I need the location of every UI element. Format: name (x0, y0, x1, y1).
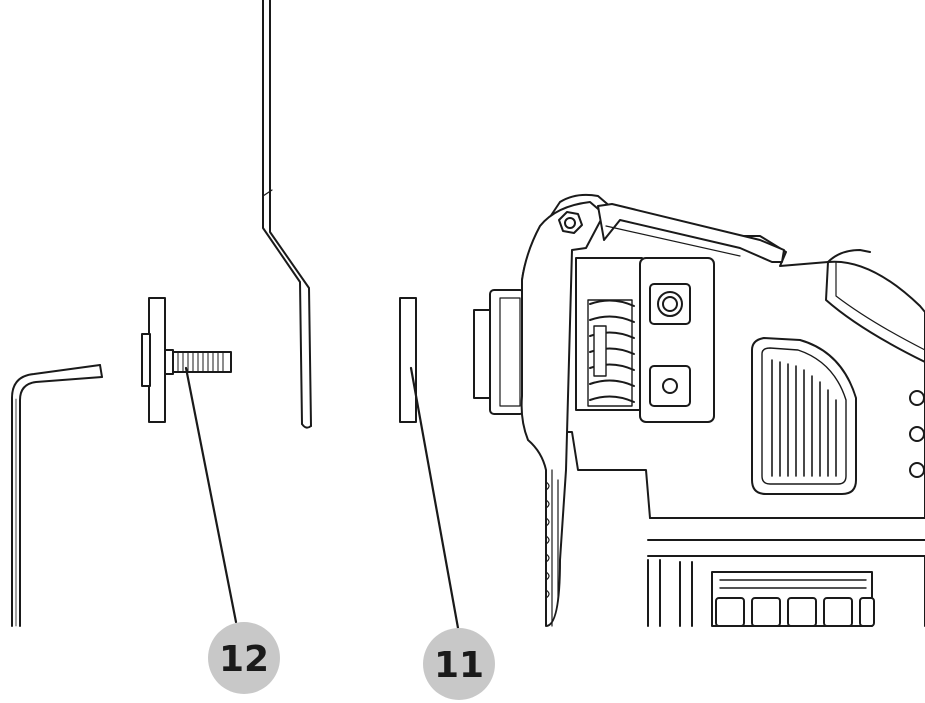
clamp-bolt-icon (141, 297, 232, 423)
saw-blade-icon (262, 0, 312, 429)
callout-12: 12 (208, 622, 280, 694)
leader-line-12 (184, 366, 238, 624)
leader-line-11 (409, 366, 460, 630)
spacer-icon (399, 297, 417, 423)
callout-12-label: 12 (219, 639, 269, 680)
callout-11: 11 (423, 628, 495, 700)
callout-11-label: 11 (434, 645, 484, 686)
multi-tool-icon (473, 193, 925, 627)
hex-key-icon (11, 364, 103, 627)
